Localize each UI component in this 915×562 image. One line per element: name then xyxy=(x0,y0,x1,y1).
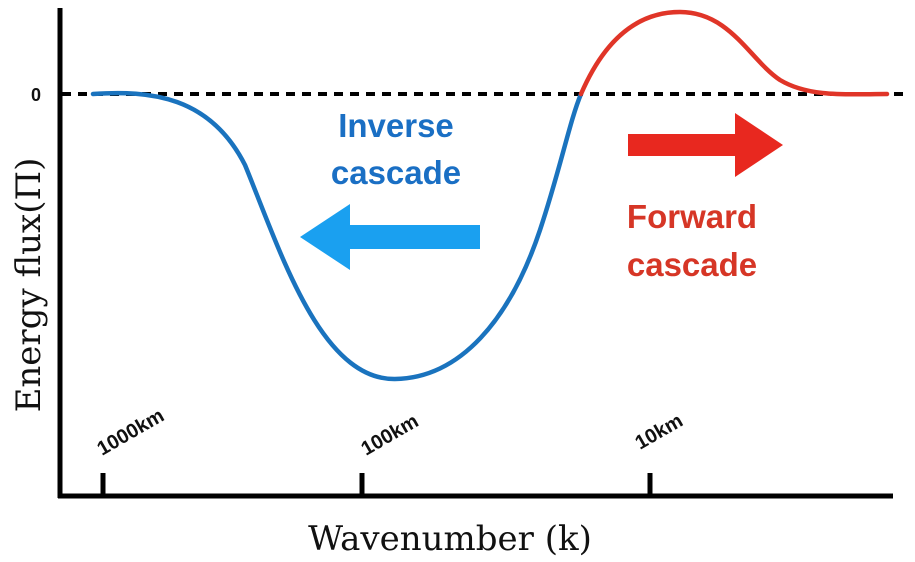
x-tick-label-10km: 10km xyxy=(632,410,687,455)
inverse-cascade-arrow xyxy=(300,204,480,270)
zero-label: 0 xyxy=(31,85,41,105)
forward-cascade-label-line1: Forward xyxy=(627,198,757,235)
forward-cascade-curve xyxy=(578,9,890,97)
forward-cascade-label-line2: cascade xyxy=(627,246,757,283)
x-tick-label-1000km: 1000km xyxy=(94,405,169,461)
x-axis-title: Wavenumber (k) xyxy=(308,519,592,559)
inverse-cascade-label-line2: cascade xyxy=(331,154,461,191)
y-axis-title: Energy flux(Π) xyxy=(9,158,49,413)
x-tick-label-100km: 100km xyxy=(358,410,423,460)
forward-cascade-arrow xyxy=(628,113,783,177)
inverse-cascade-curve xyxy=(90,90,584,382)
inverse-cascade-label-line1: Inverse xyxy=(338,107,454,144)
